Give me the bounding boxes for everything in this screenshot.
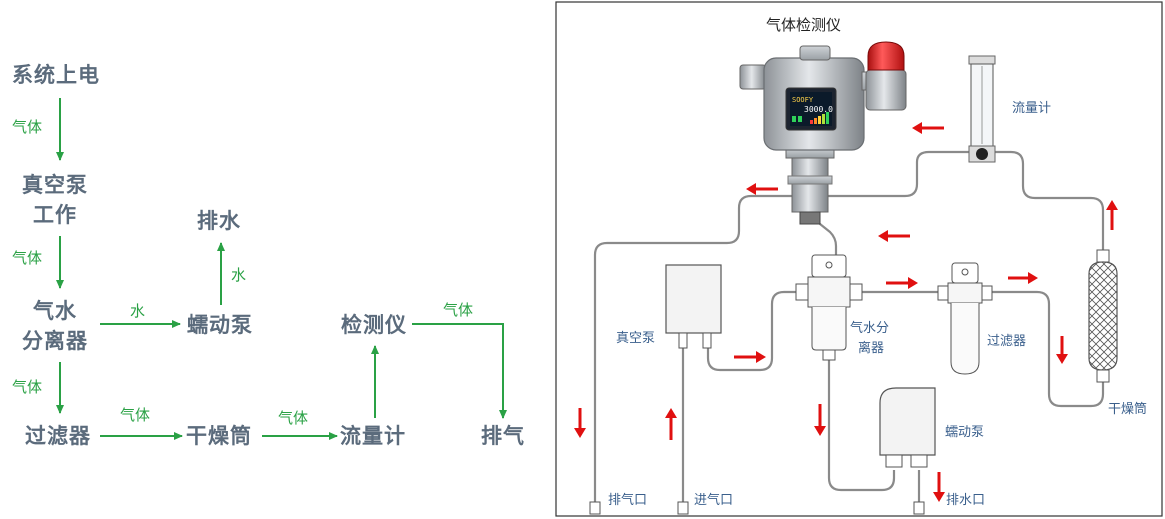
- red-arrow-down-icon: [814, 404, 826, 436]
- vacuum-pump-label: 真空泵: [616, 331, 655, 346]
- pipe-separator-to-detector: [814, 219, 838, 282]
- label-water-2: 水: [231, 266, 247, 284]
- filter-label: 过滤器: [987, 334, 1026, 349]
- red-arrow-up-icon: [665, 408, 677, 440]
- dryer-device: [1088, 249, 1118, 383]
- node-vacuum-pump-line2: 工作: [33, 203, 77, 227]
- pipe-dryer-to-filter: [990, 290, 1105, 408]
- flowchart-arrows: [56, 98, 507, 440]
- exhaust-port-label: 排气口: [608, 492, 647, 508]
- label-water-1: 水: [130, 302, 146, 320]
- label-gas-1: 气体: [12, 118, 43, 136]
- separator-label-line1: 气水分: [850, 320, 889, 336]
- node-drain-water: 排水: [197, 209, 241, 233]
- red-arrow-right-icon: [886, 277, 918, 289]
- node-vacuum-pump: 真空泵 工作: [22, 170, 88, 230]
- flowmeter-device: [968, 55, 996, 163]
- flowmeter-label: 流量计: [1012, 101, 1051, 116]
- filter-device: [937, 262, 993, 375]
- label-gas-5: 气体: [278, 409, 309, 427]
- node-separator-line1: 气水: [33, 299, 77, 323]
- label-gas-4: 气体: [120, 406, 151, 424]
- red-arrow-left-icon: [912, 122, 944, 134]
- node-peristaltic-pump: 蠕动泵: [187, 313, 253, 337]
- node-separator: 气水 分离器: [22, 296, 88, 356]
- node-filter: 过滤器: [25, 424, 91, 448]
- gas-detector-device: SOOFY 3000.0: [739, 41, 907, 225]
- red-arrow-left-icon: [746, 183, 778, 195]
- label-gas-6: 气体: [443, 301, 474, 319]
- label-gas-2: 气体: [12, 249, 43, 267]
- red-arrow-up-icon: [1106, 200, 1118, 230]
- display-reading: 3000.0: [804, 105, 833, 114]
- node-power-on: 系统上电: [12, 63, 100, 87]
- arrow-detector-to-exhaust: [412, 323, 507, 419]
- peristaltic-pump-label: 蠕动泵: [945, 425, 984, 440]
- dryer-label: 干燥筒: [1108, 401, 1147, 417]
- schematic-frame: [555, 1, 1163, 517]
- node-detector: 检测仪: [341, 313, 407, 337]
- pipe-flowmeter-to-dryer: [989, 150, 1105, 252]
- node-flowmeter: 流量计: [340, 424, 406, 448]
- label-gas-3: 气体: [12, 378, 43, 396]
- inlet-port: [677, 501, 689, 515]
- detector-title: 气体检测仪: [766, 16, 841, 34]
- peristaltic-pump-device: [879, 387, 936, 468]
- drain-port: [913, 501, 925, 515]
- separator-label-line2: 离器: [858, 340, 884, 356]
- vacuum-pump-device: [665, 264, 722, 349]
- node-vacuum-pump-line1: 真空泵: [22, 173, 88, 197]
- node-exhaust: 排气: [481, 424, 525, 448]
- red-arrow-left-icon: [878, 230, 910, 242]
- pipe-separator-to-peristaltic: [827, 360, 896, 492]
- drain-port-label: 排水口: [946, 493, 985, 508]
- exhaust-port: [589, 501, 601, 515]
- red-arrow-down-icon: [574, 408, 586, 438]
- node-separator-line2: 分离器: [22, 329, 88, 353]
- red-arrow-right-icon: [734, 351, 766, 363]
- inlet-port-label: 进气口: [694, 492, 733, 508]
- pipe-separator-to-pump: [706, 290, 800, 372]
- separator-device: [795, 254, 863, 361]
- red-arrow-down-icon: [933, 472, 945, 502]
- red-arrow-right-icon: [1008, 272, 1038, 284]
- display-brand: SOOFY: [792, 96, 814, 104]
- node-dryer: 干燥筒: [186, 424, 252, 448]
- pipe-exhaust: [593, 150, 975, 502]
- red-arrow-down-icon: [1056, 336, 1068, 364]
